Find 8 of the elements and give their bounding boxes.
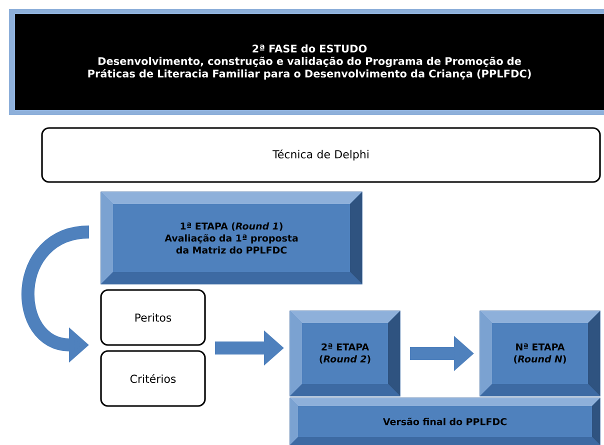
rounded-box: Critérios — [100, 350, 206, 407]
bevel-box: Nª ETAPA (Round N) — [480, 310, 600, 396]
title-banner: 2ª FASE do ESTUDO Desenvolvimento, construção e validação do Programa de Promoção de Práticas de Literacia Familiar para o Desenvolvimento da Criança (PPLFDC) — [9, 9, 604, 115]
rounded-box: Técnica de Delphi — [41, 127, 601, 183]
bevel-box: 2ª ETAPA (Round 2) — [290, 310, 400, 396]
rounded-box: Peritos — [100, 289, 206, 346]
bevel-box: Versão final do PPLFDC — [290, 398, 600, 445]
bevel-box: 1ª ETAPA (Round 1) Avaliação da 1ª proposta da Matriz do PPLFDC — [100, 192, 362, 284]
